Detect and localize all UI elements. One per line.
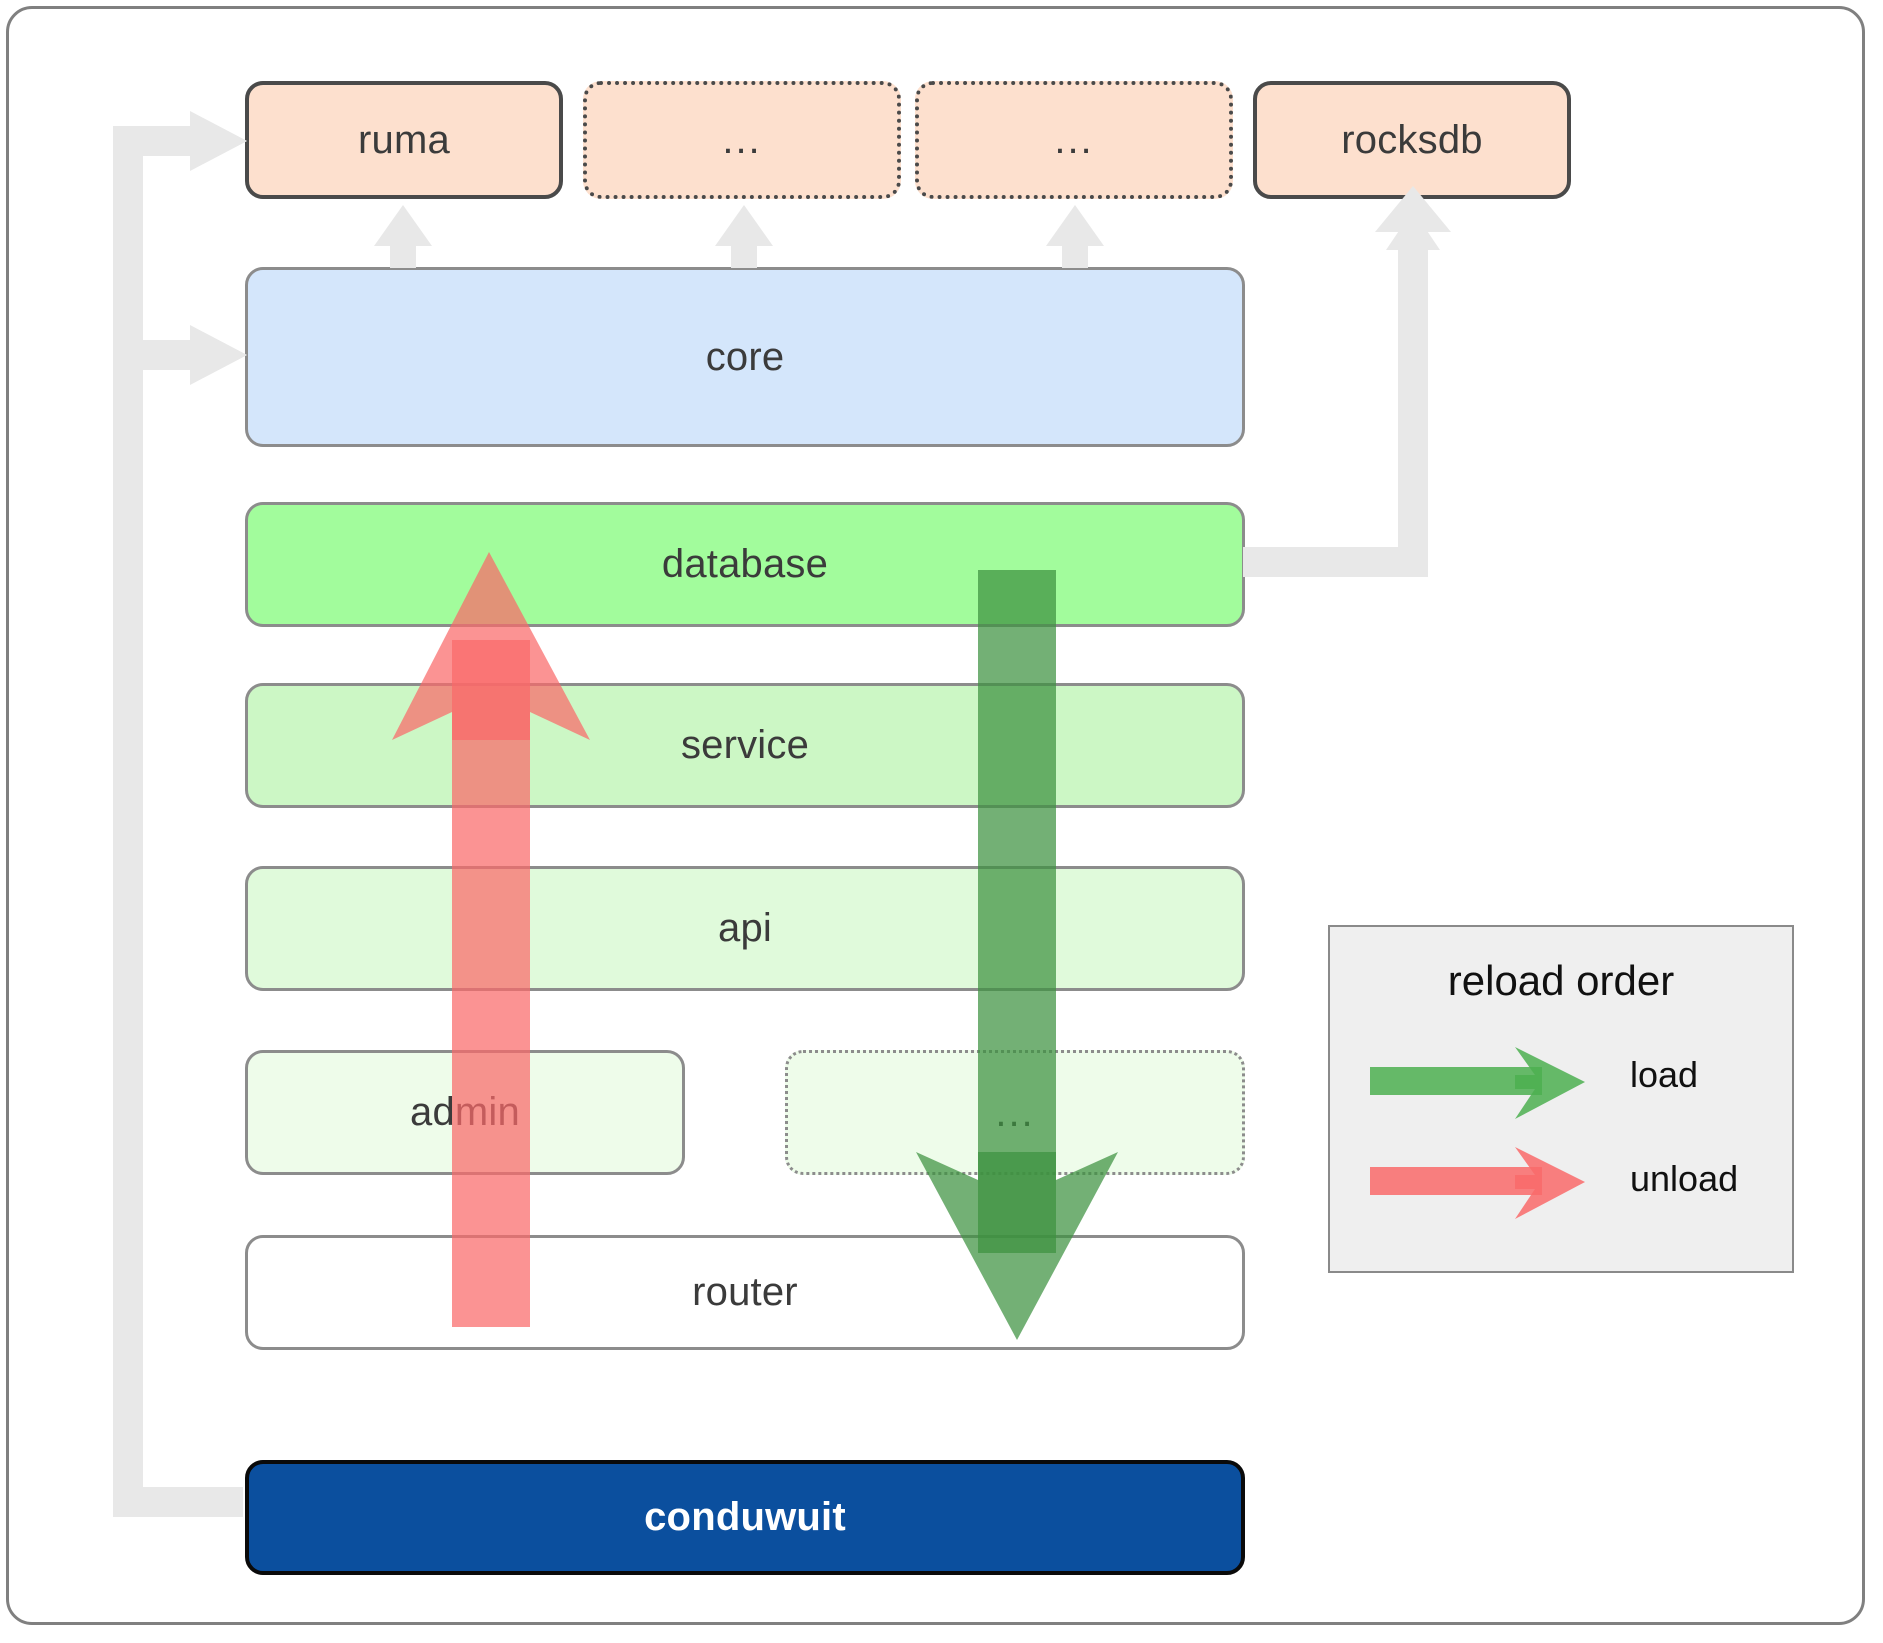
legend-panel: reload order load unload xyxy=(1328,925,1794,1273)
node-database[interactable]: database xyxy=(245,502,1245,627)
legend-label-load: load xyxy=(1630,1054,1699,1095)
node-conduwuit[interactable]: conduwuit xyxy=(245,1460,1245,1575)
node-admin-label: admin xyxy=(410,1090,520,1134)
node-external-ellipsis-1-label: ... xyxy=(722,118,762,162)
node-core[interactable]: core xyxy=(245,267,1245,447)
node-external-ellipsis-1[interactable]: ... xyxy=(583,81,901,199)
node-ruma-label: ruma xyxy=(358,117,450,162)
legend-label-unload: unload xyxy=(1630,1158,1739,1199)
node-service-label: service xyxy=(680,723,810,767)
node-core-label: core xyxy=(705,334,785,379)
legend-title: reload order xyxy=(1447,957,1675,1004)
node-api[interactable]: api xyxy=(245,866,1245,991)
node-external-ellipsis-2-label: ... xyxy=(1054,118,1094,162)
node-router[interactable]: router xyxy=(245,1235,1245,1350)
node-rocksdb[interactable]: rocksdb xyxy=(1253,81,1571,199)
node-api-label: api xyxy=(718,906,772,950)
node-router-label: router xyxy=(692,1270,798,1314)
node-service[interactable]: service xyxy=(245,683,1245,808)
node-admin-sibling-ellipsis[interactable]: ... xyxy=(785,1050,1245,1175)
diagram-frame xyxy=(6,6,1865,1625)
node-admin[interactable]: admin xyxy=(245,1050,685,1175)
load-arrow-icon xyxy=(1370,1047,1585,1119)
node-admin-sibling-ellipsis-label: ... xyxy=(995,1090,1035,1135)
unload-arrow-icon xyxy=(1370,1147,1585,1219)
node-ruma[interactable]: ruma xyxy=(245,81,563,199)
legend-arrow-icons xyxy=(1370,1047,1585,1219)
node-rocksdb-label: rocksdb xyxy=(1341,117,1483,162)
node-external-ellipsis-2[interactable]: ... xyxy=(915,81,1233,199)
node-database-label: database xyxy=(661,542,829,586)
node-conduwuit-label: conduwuit xyxy=(644,1495,846,1539)
